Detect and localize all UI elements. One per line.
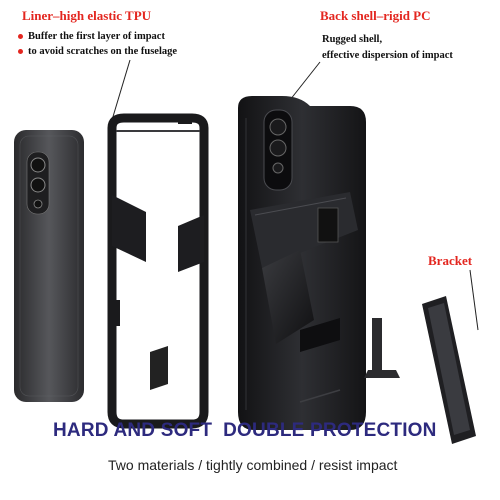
back-shell-description-line2: effective dispersion of impact (322, 50, 453, 61)
liner-title: Liner–high elastic TPU (22, 8, 152, 23)
liner-description-line1: Buffer the first layer of impact (28, 31, 165, 42)
camera-lens-icon (30, 177, 46, 193)
bullet-dot (18, 34, 23, 39)
back-shell-title: Back shell–rigid PC (320, 8, 431, 23)
bracket-label: Bracket (428, 253, 473, 268)
bracket-leader-line (469, 269, 479, 331)
headline: HARD AND SOFT DOUBLE PROTECTION (53, 420, 437, 441)
kickstand (262, 250, 314, 344)
camera-lens-icon (272, 162, 284, 174)
phone-back (14, 130, 84, 402)
rigid-pc-back-shell (238, 96, 366, 430)
camera-lens-icon (33, 199, 43, 209)
liner-description-line2: to avoid scratches on the fuselage (28, 46, 178, 57)
camera-lens-icon (30, 157, 46, 173)
shell-leader-line (289, 61, 321, 101)
bracket-plate (422, 296, 476, 444)
camera-lens-icon (269, 118, 287, 136)
small-bracket-piece (364, 318, 400, 378)
back-shell-description-line1: Rugged shell, (322, 34, 383, 45)
liner-leader-line (111, 59, 131, 121)
bullet-dot (18, 49, 23, 54)
tpu-liner-frame (107, 113, 209, 429)
subline: Two materials / tightly combined / resis… (108, 457, 398, 473)
camera-lens-icon (269, 139, 287, 157)
